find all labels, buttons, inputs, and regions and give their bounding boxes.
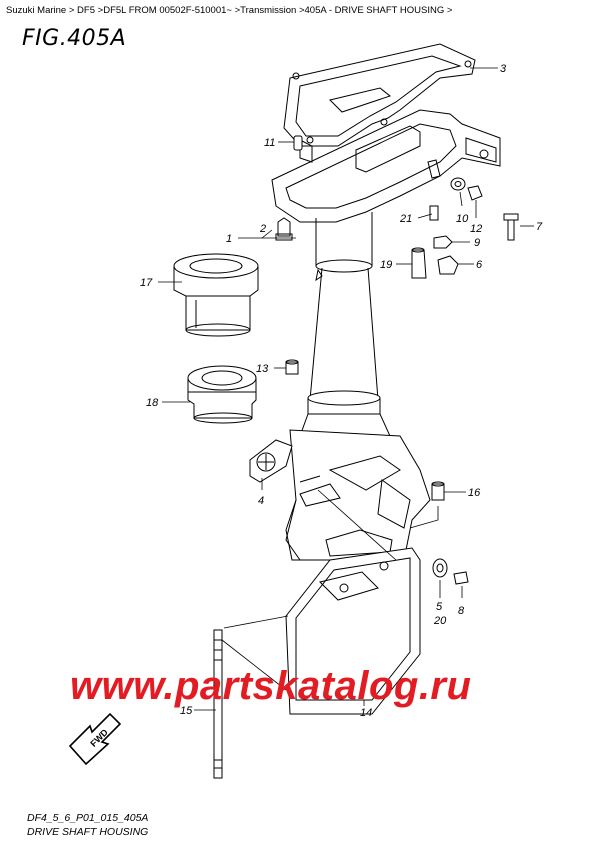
callout-8: 8 (458, 605, 465, 617)
part-21-screw[interactable] (429, 205, 439, 221)
callout-17: 17 (140, 277, 153, 289)
callout-20: 20 (433, 615, 447, 627)
part-8-bolt[interactable] (453, 571, 469, 585)
part-5-washer[interactable] (432, 558, 448, 578)
breadcrumb-separator: > (68, 5, 75, 16)
callout-16: 16 (468, 487, 481, 499)
breadcrumb-separator: > (97, 5, 104, 16)
leader-lines (158, 67, 534, 711)
part-18-lower-mount[interactable] (187, 365, 257, 424)
part-6-nut[interactable] (437, 255, 459, 275)
part-2-screw[interactable] (275, 217, 293, 241)
part-11-pin[interactable] (293, 135, 303, 151)
callout-7: 7 (536, 221, 543, 233)
figure-caption: DRIVE SHAFT HOUSING (27, 826, 149, 838)
callout-9: 9 (474, 237, 480, 249)
callout-19: 19 (380, 259, 392, 271)
part-13-cap[interactable] (285, 359, 299, 375)
figure-code: DF4_5_6_P01_015_405A (27, 812, 149, 824)
part-4-plate[interactable] (249, 439, 293, 483)
callout-10: 10 (456, 213, 469, 225)
callout-4: 4 (258, 495, 264, 507)
breadcrumb-separator: > (234, 5, 241, 16)
part-16-pin[interactable] (431, 481, 445, 501)
part-19-plug[interactable] (411, 247, 427, 279)
callout-6: 6 (476, 259, 483, 271)
callout-2: 2 (259, 223, 266, 235)
breadcrumb-link-transmission[interactable]: Transmission (240, 5, 297, 16)
breadcrumb-link-df5[interactable]: DF5 (77, 5, 95, 16)
callout-21: 21 (399, 213, 412, 225)
part-17-upper-mount[interactable] (173, 253, 259, 337)
callout-18: 18 (146, 397, 159, 409)
watermark-text[interactable]: www.partskatalog.ru (70, 664, 472, 708)
callout-12: 12 (470, 223, 482, 235)
breadcrumb-separator: > (446, 5, 453, 16)
callout-13: 13 (256, 363, 269, 375)
part-12-clip[interactable] (467, 185, 483, 201)
fwd-arrow-icon: FWD (68, 712, 122, 766)
part-10-washer[interactable] (450, 177, 466, 191)
part-1-drive-shaft-housing[interactable] (271, 109, 501, 561)
callout-3: 3 (500, 63, 507, 75)
breadcrumb-link-df5l[interactable]: DF5L FROM 00502F-510001~ (103, 5, 232, 16)
figure-title: FIG.405A (22, 26, 127, 51)
breadcrumb-link-suzuki-marine[interactable]: Suzuki Marine (6, 5, 67, 16)
part-15-stud[interactable] (213, 629, 223, 779)
breadcrumb: Suzuki Marine > DF5 >DF5L FROM 00502F-51… (6, 5, 452, 16)
breadcrumb-separator: > (298, 5, 305, 16)
callout-1: 1 (226, 233, 232, 245)
callout-15: 15 (180, 705, 193, 717)
part-14-cover[interactable] (285, 547, 421, 715)
part-9-nut[interactable] (433, 235, 453, 249)
callout-5: 5 (436, 601, 443, 613)
callout-11: 11 (264, 137, 275, 149)
part-7-bolt[interactable] (503, 213, 519, 241)
breadcrumb-link-405a[interactable]: 405A - DRIVE SHAFT HOUSING (304, 5, 445, 16)
callout-14: 14 (360, 707, 372, 719)
